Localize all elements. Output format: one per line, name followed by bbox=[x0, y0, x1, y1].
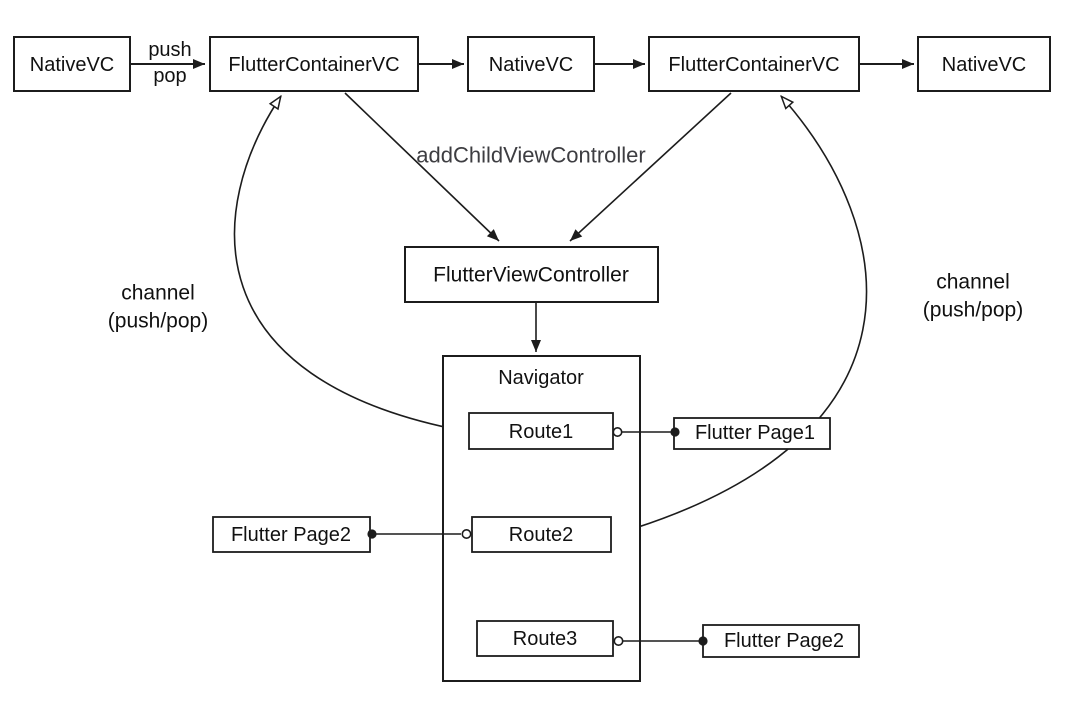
page1-filled-connector bbox=[670, 427, 680, 437]
nativevc1-label: NativeVC bbox=[30, 54, 114, 76]
route1-label: Route1 bbox=[509, 421, 574, 443]
add-child-arrow-left bbox=[344, 92, 500, 242]
add-child-arrow-right bbox=[569, 92, 732, 242]
fluttercontainervc2-box bbox=[648, 36, 860, 92]
flutter-page2-left-label: Flutter Page2 bbox=[231, 524, 351, 546]
nativevc3-box bbox=[917, 36, 1051, 92]
nativevc1-box bbox=[13, 36, 131, 92]
page2-left-filled-connector bbox=[367, 529, 377, 539]
route3-box bbox=[476, 620, 614, 657]
route2-open-connector bbox=[461, 528, 472, 539]
channel-left-label-line1: channel bbox=[121, 282, 195, 305]
nativevc3-label: NativeVC bbox=[942, 54, 1026, 76]
nativevc2-box bbox=[467, 36, 595, 92]
channel-right-label-line2: (push/pop) bbox=[923, 299, 1023, 322]
add-child-label: addChildViewController bbox=[416, 143, 646, 168]
fluttercontainervc1-label: FlutterContainerVC bbox=[228, 54, 399, 76]
channel-right-label-line1: channel bbox=[936, 271, 1010, 294]
fluttercontainervc1-box bbox=[209, 36, 419, 92]
flutter-page1-label: Flutter Page1 bbox=[695, 422, 815, 444]
page2-right-filled-connector bbox=[698, 636, 708, 646]
navigator-title: Navigator bbox=[498, 367, 584, 389]
route2-box bbox=[471, 516, 612, 553]
route2-label: Route2 bbox=[509, 524, 574, 546]
fluttercontainervc2-label: FlutterContainerVC bbox=[668, 54, 839, 76]
channel-left-label-line2: (push/pop) bbox=[108, 310, 208, 333]
pop-label: pop bbox=[153, 65, 186, 87]
push-label: push bbox=[148, 39, 191, 61]
channel-right-curve bbox=[616, 96, 868, 534]
route3-label: Route3 bbox=[513, 628, 578, 650]
flutterviewcontroller-label: FlutterViewController bbox=[433, 264, 629, 287]
flutter-page1-box bbox=[673, 417, 831, 450]
channel-left-curve bbox=[233, 96, 464, 431]
flutterviewcontroller-box bbox=[404, 246, 659, 303]
route1-open-connector bbox=[612, 426, 623, 437]
nativevc2-label: NativeVC bbox=[489, 54, 573, 76]
flutter-page2-right-label: Flutter Page2 bbox=[724, 630, 844, 652]
route3-open-connector bbox=[613, 635, 624, 646]
